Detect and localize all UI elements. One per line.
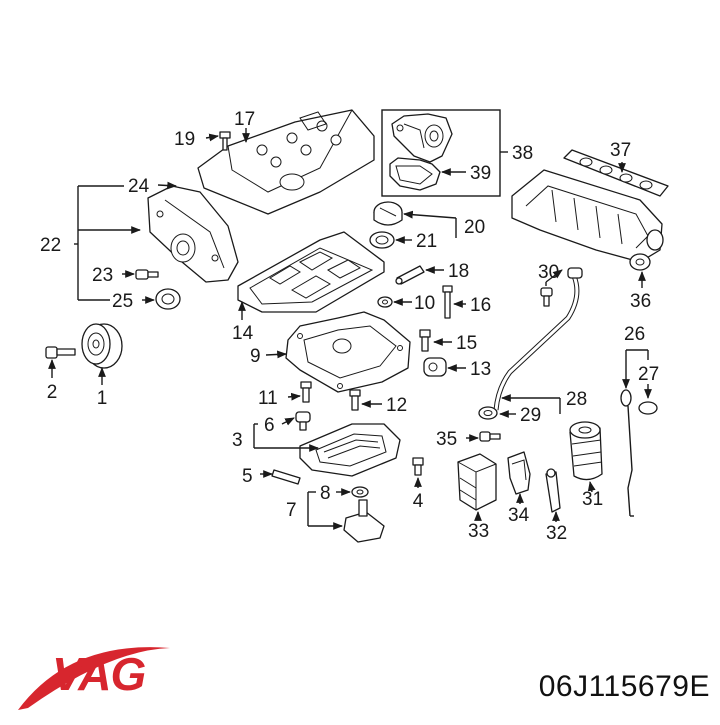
- o-ring-part-29: [478, 406, 498, 420]
- washer-part-10: [377, 296, 393, 308]
- pin-part-5: [271, 469, 301, 485]
- callout-labels: 1 2 3 4 5 6 7 8 10 11 12 13 14 15 16 17 …: [40, 109, 659, 544]
- callout-34: 34: [508, 505, 530, 526]
- oil-pan-part: [299, 423, 401, 477]
- callout-12: 12: [386, 395, 407, 416]
- callout-25: 25: [112, 291, 133, 312]
- oil-cap-part-20: [373, 201, 403, 226]
- bolt-part-30: [540, 287, 553, 307]
- valve-cover-part: [197, 109, 375, 215]
- callout-1: 1: [97, 388, 108, 409]
- callout-17: 17: [234, 109, 255, 130]
- adapter-part-32: [545, 468, 561, 513]
- timing-cover-part: [147, 185, 239, 283]
- callout-24: 24: [128, 176, 150, 197]
- bedplate-part: [237, 231, 385, 313]
- callout-37: 37: [610, 140, 631, 161]
- oil-filter-part: [569, 421, 603, 481]
- callout-31: 31: [582, 489, 603, 510]
- callout-9: 9: [250, 346, 261, 367]
- crankcase-cover-part: [285, 311, 411, 393]
- callout-35: 35: [436, 429, 457, 450]
- callout-27: 27: [638, 364, 659, 385]
- bolt-part-11: [300, 381, 312, 403]
- level-sensor-part-7: [343, 499, 385, 543]
- callout-21: 21: [416, 231, 437, 252]
- callout-4: 4: [413, 491, 424, 512]
- logo-swoosh: [18, 647, 170, 710]
- sensor-part-13: [423, 357, 447, 377]
- callout-5: 5: [242, 466, 253, 487]
- valve-part-36: [629, 253, 651, 271]
- callout-6: 6: [264, 415, 275, 436]
- gasket-part-39: [389, 157, 441, 191]
- o-ring-part-27: [638, 401, 658, 415]
- callout-2: 2: [47, 382, 58, 403]
- callout-30: 30: [538, 262, 559, 283]
- callout-18: 18: [448, 261, 469, 282]
- bolt-part-19: [219, 131, 231, 151]
- oil-separator-part: [391, 113, 453, 163]
- seal-part-21: [369, 231, 395, 249]
- bolt-part-35: [479, 431, 501, 442]
- leader-lines: [48, 109, 652, 530]
- bracket-part-34: [507, 451, 531, 495]
- logo-text: VAG: [52, 648, 145, 700]
- callout-13: 13: [470, 359, 491, 380]
- sensor-part-18: [395, 265, 425, 285]
- bolt-part-2: [45, 346, 76, 359]
- callout-20: 20: [464, 217, 485, 238]
- drain-bolt-part-4: [412, 457, 424, 476]
- valve-part-6: [295, 411, 311, 431]
- callout-23: 23: [92, 265, 113, 286]
- callout-8: 8: [320, 483, 331, 504]
- callout-22: 22: [40, 235, 61, 256]
- callout-10: 10: [414, 293, 435, 314]
- intake-manifold-part: [511, 169, 664, 263]
- callout-7: 7: [286, 500, 297, 521]
- callout-26: 26: [624, 324, 645, 345]
- callout-36: 36: [630, 291, 651, 312]
- callout-28: 28: [566, 389, 587, 410]
- pulley-part-1: [81, 323, 123, 369]
- seal-ring-part-25: [155, 288, 181, 310]
- callout-32: 32: [546, 523, 567, 544]
- bolt-part-15: [419, 329, 431, 352]
- callout-16: 16: [470, 295, 491, 316]
- callout-33: 33: [468, 521, 489, 542]
- bolt-part-16: [442, 285, 453, 319]
- callout-14: 14: [232, 323, 254, 344]
- intake-gasket-part: [563, 149, 669, 197]
- dipstick-tube-part: [493, 267, 583, 411]
- callout-38: 38: [512, 143, 533, 164]
- callout-19: 19: [174, 129, 195, 150]
- callout-39: 39: [470, 163, 491, 184]
- callout-29: 29: [520, 405, 541, 426]
- callout-3: 3: [232, 430, 243, 451]
- callout-15: 15: [456, 333, 477, 354]
- oil-cooler-part: [457, 453, 497, 511]
- callout-11: 11: [258, 388, 278, 409]
- part-number: 06J115679E: [538, 670, 710, 703]
- vag-logo: VAG: [18, 647, 170, 710]
- dipstick-part: [620, 389, 634, 517]
- bolt-part-23: [135, 269, 159, 280]
- bolt-part-12: [349, 389, 361, 411]
- seal-part-8: [351, 486, 369, 498]
